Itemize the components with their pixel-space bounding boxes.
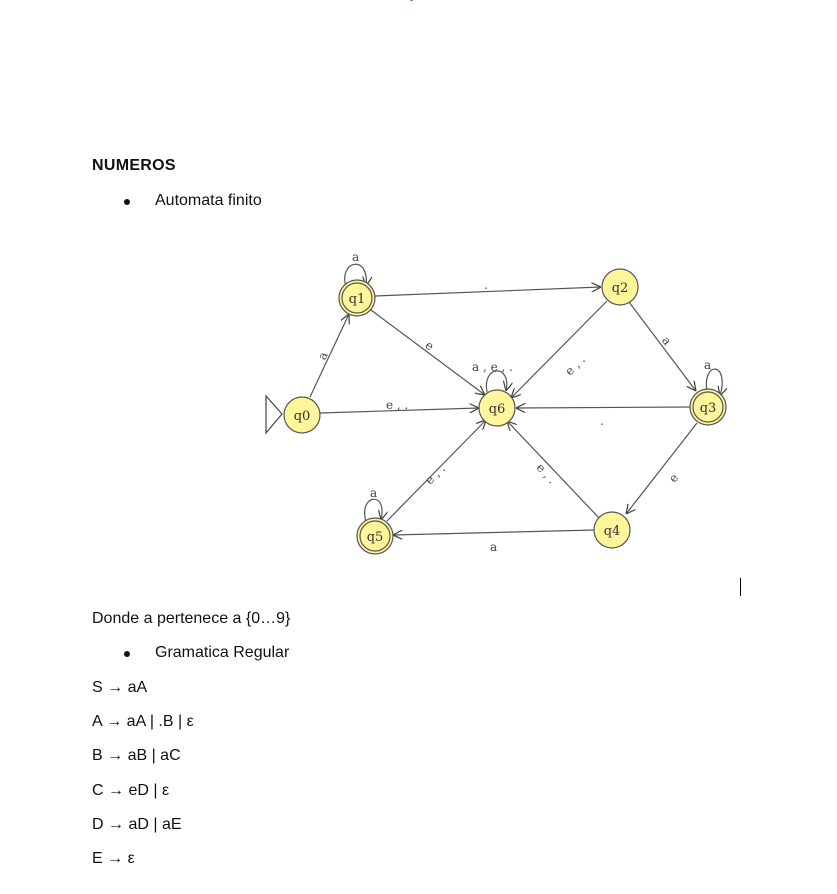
state-label-q1: q1: [349, 292, 366, 307]
edge-label-q5-q5: a: [370, 486, 377, 500]
section-heading: NUMEROS: [92, 157, 176, 174]
edge-label-q3-q3: a: [704, 358, 711, 372]
state-q4: [593, 511, 631, 549]
state-label-q0: q0: [294, 409, 311, 424]
state-q3-outer: [689, 388, 727, 426]
edge-q4-q5: [393, 529, 596, 535]
stray-dot: [410, 0, 413, 1]
grammar-rule-b: B → aB | aC: [92, 747, 181, 764]
edge-label-q3-q4: e: [666, 471, 681, 485]
edge-q4-q6: [507, 421, 601, 520]
state-label-q3: q3: [700, 401, 717, 416]
state-label-q2: q2: [612, 281, 629, 296]
edge-label-q4-q5: a: [490, 540, 497, 554]
bullet-dot-icon: [124, 651, 130, 657]
text-cursor: [740, 578, 741, 596]
state-q5-outer: [356, 517, 394, 555]
edge-q1-q6: [370, 309, 485, 395]
state-q1-outer: [338, 279, 376, 317]
bullet-label: Automata finito: [155, 192, 262, 209]
grammar-rule-a: A → aA | .B | ε: [92, 713, 194, 730]
edge-label-q6-q6: a , e , .: [472, 360, 513, 374]
bullet-grammar: Gramatica Regular: [124, 644, 424, 666]
state-q2: [601, 268, 639, 306]
edge-q5-q6: [386, 420, 486, 522]
edge-label-q0-q1: a: [315, 350, 331, 362]
edge-label-q0-q6: e , .: [386, 398, 408, 412]
grammar-rule-s: S → aA: [92, 679, 148, 696]
edge-q0-q1: [309, 314, 349, 398]
edge-label-q5-q6: e , .: [422, 462, 448, 488]
edge-label-q2-q6: e , .: [562, 353, 588, 379]
edge-label-q3-q6: .: [600, 414, 604, 428]
grammar-rule-d: D → aD | aE: [92, 816, 182, 833]
domain-note: Donde a pertenece a {0…9}: [92, 610, 291, 627]
automaton-diagram: q0 q1 q2 q3 q4 q5 q6 a a . e e , . a , e…: [265, 250, 740, 555]
edge-q3-q3: [705, 368, 722, 396]
edge-q6-q6: [485, 370, 506, 393]
edge-label-q1-q1: a: [352, 250, 359, 264]
grammar-rule-c: C → eD | ε: [92, 782, 170, 799]
bullet-dot-icon: [124, 199, 130, 205]
edge-label-q4-q6: e , .: [534, 460, 559, 486]
edge-q2-q3: [628, 301, 696, 391]
edge-q2-q6: [511, 300, 608, 398]
edge-q3-q6: [516, 407, 691, 408]
edge-q1-q1: [344, 263, 367, 288]
state-q0: [283, 396, 321, 434]
edge-label-q1-q2: .: [484, 278, 488, 292]
state-q3-inner: [692, 391, 724, 423]
state-q6: [478, 389, 516, 427]
state-label-q6: q6: [489, 402, 506, 417]
state-q5-inner: [359, 520, 391, 552]
edge-q5-q5: [364, 498, 382, 523]
edge-label-q1-q6: e: [423, 338, 437, 353]
state-label-q4: q4: [604, 524, 621, 539]
bullet-automata: Automata finito: [124, 192, 424, 214]
grammar-rule-e: E → ε: [92, 850, 135, 867]
start-marker-icon: [265, 394, 283, 435]
bullet-label: Gramatica Regular: [155, 644, 290, 661]
state-q1-inner: [341, 282, 373, 314]
edge-q3-q4: [626, 422, 698, 514]
edge-q0-q6: [319, 408, 479, 414]
state-label-q5: q5: [367, 530, 384, 545]
edge-q1-q2: [374, 287, 601, 297]
